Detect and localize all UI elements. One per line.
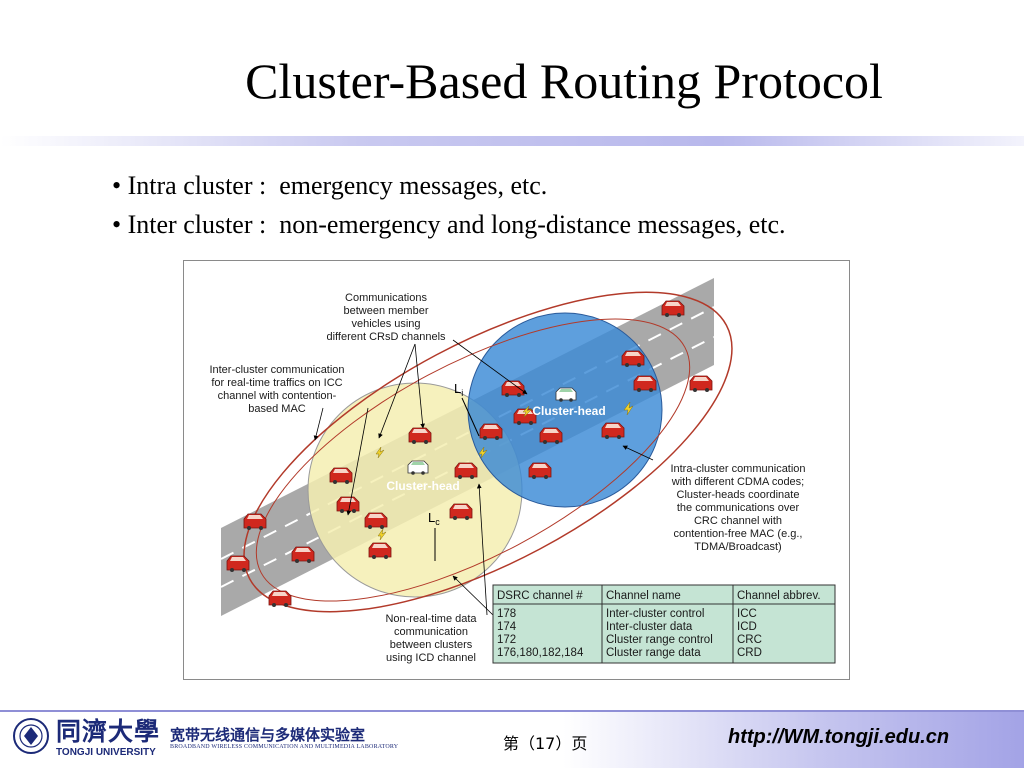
table-header: Channel abbrev. bbox=[737, 590, 821, 602]
lab-name-cn: 宽带无线通信与多媒体实验室 bbox=[170, 726, 366, 744]
table-cell: Cluster range data bbox=[606, 647, 701, 659]
li-label: Li bbox=[454, 381, 463, 398]
table-cell: ICD bbox=[737, 621, 757, 633]
table-header: Channel name bbox=[606, 590, 681, 602]
table-cell: 176,180,182,184 bbox=[497, 647, 584, 659]
table-cell: Cluster range control bbox=[606, 634, 713, 646]
table-cell: 174 bbox=[497, 621, 517, 633]
university-name-en: TONGJI UNIVERSITY bbox=[56, 747, 156, 758]
table-cell: ICC bbox=[737, 608, 757, 620]
vehicle bbox=[479, 423, 503, 441]
svg-text:contention-free MAC (e.g.,: contention-free MAC (e.g., bbox=[673, 528, 802, 540]
callout-lines bbox=[313, 339, 654, 616]
svg-text:for real-time traffics on ICC: for real-time traffics on ICC bbox=[211, 377, 342, 389]
university-name-cn: 同濟大學 bbox=[56, 717, 161, 746]
channel-table: DSRC channel # Channel name Channel abbr… bbox=[492, 584, 836, 664]
cluster-head-label: Cluster-head bbox=[386, 479, 459, 493]
bullet-marker: • bbox=[112, 210, 122, 239]
svg-text:between member: between member bbox=[344, 305, 429, 317]
vehicle bbox=[364, 512, 388, 530]
vehicle bbox=[291, 546, 315, 564]
vehicle bbox=[329, 467, 353, 485]
inter-cluster-ellipse-inner bbox=[255, 318, 691, 602]
vehicle bbox=[539, 427, 563, 445]
vehicle bbox=[528, 462, 552, 480]
cluster-head-vehicle bbox=[555, 387, 577, 403]
wireless-lightning-icons bbox=[375, 401, 634, 541]
intra-cluster-label: Intra-cluster communication with differe… bbox=[670, 463, 805, 553]
non-realtime-label: Non-real-time data communication between… bbox=[385, 613, 477, 664]
inter-cluster-ellipse bbox=[243, 291, 733, 613]
svg-text:Non-real-time data: Non-real-time data bbox=[385, 613, 477, 625]
svg-text:CRC channel with: CRC channel with bbox=[694, 515, 782, 527]
table-cell: CRC bbox=[737, 634, 762, 646]
page-number: 第（17）页 bbox=[503, 734, 588, 753]
svg-text:with different CDMA codes;: with different CDMA codes; bbox=[671, 476, 804, 488]
vehicle bbox=[689, 375, 713, 393]
svg-text:using ICD channel: using ICD channel bbox=[386, 652, 476, 664]
bullet-list: • Intra cluster : emergency messages, et… bbox=[112, 166, 786, 244]
university-seal-icon bbox=[13, 718, 49, 754]
svg-text:Intra-cluster communication: Intra-cluster communication bbox=[670, 463, 805, 475]
cluster-head-label: Cluster-head bbox=[532, 404, 605, 418]
lab-url-link[interactable]: http://WM.tongji.edu.cn bbox=[728, 726, 950, 748]
vehicle bbox=[226, 555, 250, 573]
table-cell: Inter-cluster control bbox=[606, 608, 704, 620]
table-cell: 172 bbox=[497, 634, 516, 646]
vehicle bbox=[408, 427, 432, 445]
vehicle bbox=[243, 513, 267, 531]
slide-title: Cluster-Based Routing Protocol bbox=[245, 53, 883, 109]
title-divider bbox=[0, 136, 1024, 146]
bullet-item: • Intra cluster : emergency messages, et… bbox=[112, 166, 786, 205]
svg-text:the communications over: the communications over bbox=[677, 502, 800, 514]
svg-text:Communications: Communications bbox=[345, 292, 427, 304]
right-cluster bbox=[467, 312, 663, 508]
svg-text:between clusters: between clusters bbox=[390, 639, 473, 651]
svg-text:Inter-cluster communication: Inter-cluster communication bbox=[209, 364, 344, 376]
svg-text:based MAC: based MAC bbox=[248, 403, 306, 415]
table-cell: CRD bbox=[737, 647, 762, 659]
li-line bbox=[461, 397, 480, 437]
table-cell: 178 bbox=[497, 608, 516, 620]
vehicle bbox=[368, 542, 392, 560]
footer-bar bbox=[0, 712, 1024, 768]
lab-name-en: BROADBAND WIRELESS COMMUNICATION AND MUL… bbox=[170, 744, 399, 750]
vehicle bbox=[454, 462, 478, 480]
vehicle bbox=[601, 422, 625, 440]
bullet-marker: • bbox=[112, 171, 122, 200]
bullet-desc: non-emergency and long-distance messages… bbox=[279, 210, 786, 239]
bullet-term: Inter cluster : bbox=[127, 210, 267, 239]
vehicle bbox=[621, 350, 645, 368]
table-cell: Inter-cluster data bbox=[606, 621, 693, 633]
vehicle bbox=[633, 375, 657, 393]
table-header: DSRC channel # bbox=[497, 590, 583, 602]
cluster-head-vehicle bbox=[407, 460, 429, 476]
cluster-routing-diagram: Cluster-head Cluster-head Li Lc Communic… bbox=[183, 260, 850, 680]
vehicle bbox=[336, 496, 360, 514]
svg-text:communication: communication bbox=[394, 626, 468, 638]
vehicle bbox=[661, 300, 685, 318]
bullet-item: • Inter cluster : non-emergency and long… bbox=[112, 205, 786, 244]
svg-text:Cluster-heads coordinate: Cluster-heads coordinate bbox=[677, 489, 800, 501]
vehicle bbox=[449, 503, 473, 521]
svg-text:vehicles using: vehicles using bbox=[351, 318, 420, 330]
footer-divider bbox=[0, 710, 1024, 713]
member-comm-label: Communications between member vehicles u… bbox=[326, 292, 446, 343]
bullet-desc: emergency messages, etc. bbox=[279, 171, 548, 200]
bullet-term: Intra cluster : bbox=[127, 171, 267, 200]
lc-label: Lc bbox=[428, 510, 440, 527]
svg-text:different CRsD channels: different CRsD channels bbox=[326, 331, 446, 343]
inter-cluster-icc-label: Inter-cluster communication for real-tim… bbox=[209, 364, 344, 415]
svg-text:TDMA/Broadcast): TDMA/Broadcast) bbox=[694, 541, 781, 553]
vehicle bbox=[268, 590, 292, 608]
svg-text:channel with contention-: channel with contention- bbox=[218, 390, 337, 402]
